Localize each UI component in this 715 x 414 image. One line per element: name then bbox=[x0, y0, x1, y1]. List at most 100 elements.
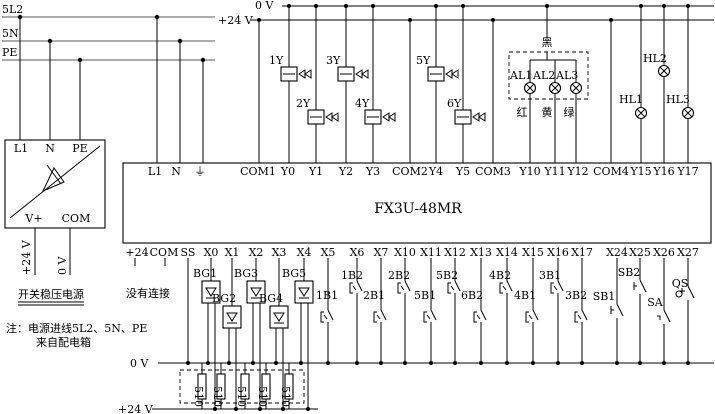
reed-sensor-12-icon bbox=[499, 280, 513, 294]
sensor-5-icon bbox=[294, 280, 314, 304]
lamp-color-green: 绿 bbox=[564, 105, 575, 119]
psu-out-0v: 0 V bbox=[56, 256, 69, 275]
valve-2y-label: 2Y bbox=[296, 97, 311, 110]
phase-label: 5L2 bbox=[2, 3, 23, 16]
reed-sensor-7-label: 2B1 bbox=[363, 289, 385, 302]
reed-sensor-5-label: 1B1 bbox=[316, 289, 338, 302]
valve-3y-icon bbox=[355, 69, 369, 79]
plc-terminal-top-4: Y0 bbox=[280, 165, 295, 178]
valve-4y-icon bbox=[382, 112, 396, 122]
valve-5y-label: 5Y bbox=[416, 54, 431, 67]
input-wiring: 没有连接 0 V +24 V bbox=[118, 258, 714, 414]
resistor-2-value: 510 bbox=[211, 386, 224, 407]
valve-6y-icon bbox=[472, 112, 486, 122]
plc-terminal-bottom-14: X13 bbox=[470, 246, 492, 259]
plc-terminal-bottom-15: X14 bbox=[496, 246, 518, 259]
plc-terminal-top-11: COM3 bbox=[475, 165, 511, 178]
resistor-block bbox=[179, 369, 305, 404]
plc-model: FX3U-48MR bbox=[374, 201, 462, 217]
tower-lamp-black-label: 黑 bbox=[542, 36, 553, 49]
sensor-1-icon bbox=[201, 280, 221, 304]
push-button-sb2-label: SB2 bbox=[618, 266, 641, 279]
plus24-label: +24 V bbox=[218, 14, 254, 27]
output-wiring: 1Y 2Y 3Y 4Y 5Y 6Y bbox=[257, 4, 695, 163]
input-plus24-label: +24 V bbox=[118, 403, 154, 414]
neutral-label: 5N bbox=[2, 27, 19, 40]
resistor-5-value: 510 bbox=[279, 386, 292, 407]
lamp-al1-label: AL1 bbox=[509, 69, 532, 82]
plc-terminal-bottom-3: X0 bbox=[204, 246, 219, 259]
plc-terminal-top-12: Y10 bbox=[518, 165, 540, 178]
reed-sensor-7-icon bbox=[373, 309, 387, 323]
lamp-color-red: 红 bbox=[517, 106, 528, 119]
psu-com: COM bbox=[62, 212, 91, 225]
plc-terminal-top-10: Y5 bbox=[455, 165, 470, 178]
reed-sensor-11-label: 6B2 bbox=[461, 289, 483, 302]
reed-sensor-10-icon bbox=[447, 280, 461, 294]
diode-symbol-icon bbox=[41, 167, 65, 192]
plc-terminal-bottom-20: X25 bbox=[629, 246, 651, 259]
plc-terminal-bottom-8: X5 bbox=[321, 246, 336, 259]
plc-terminal-bottom-9: X6 bbox=[350, 246, 365, 259]
power-bus: 5L2 5N PE 0 V +24 V bbox=[2, 0, 714, 61]
plc-terminal-top-17: Y16 bbox=[652, 165, 674, 178]
psu-vplus: V+ bbox=[24, 212, 42, 225]
psu-pe: PE bbox=[72, 142, 87, 155]
psu-box bbox=[4, 139, 106, 229]
plc-terminal-bottom-10: X7 bbox=[374, 246, 389, 259]
plc-terminal-bottom-4: X1 bbox=[225, 246, 240, 259]
push-button-sb1-icon bbox=[610, 303, 624, 317]
plc-terminal-bottom-0: +24 bbox=[125, 246, 148, 259]
resistor-1-value: 510 bbox=[192, 386, 205, 407]
emergency-stop-qs-label: QS bbox=[672, 277, 689, 290]
reed-sensor-8-icon bbox=[397, 280, 411, 294]
plc-terminal-bottom-13: X12 bbox=[444, 246, 466, 259]
no-connect-label: 没有连接 bbox=[126, 286, 170, 300]
psu-title: 开关稳压电源 bbox=[18, 287, 84, 301]
sensor-4-icon bbox=[269, 305, 289, 329]
input-zero-label: 0 V bbox=[130, 357, 149, 370]
valve-4y-label: 4Y bbox=[355, 97, 370, 110]
note-line-2: 来自配电箱 bbox=[36, 335, 91, 349]
psu-diagonal bbox=[9, 145, 101, 219]
reed-sensor-11-icon bbox=[473, 309, 487, 323]
valve-2y-icon bbox=[325, 112, 339, 122]
lamp-hl2-label: HL2 bbox=[643, 52, 667, 65]
power-note: 注：电源进线5L2、5N、PE 来自配电箱 bbox=[6, 321, 147, 349]
reed-sensor-9-label: 5B1 bbox=[414, 289, 436, 302]
reed-sensor-9-icon bbox=[423, 309, 437, 323]
reed-sensor-15-label: 3B2 bbox=[565, 289, 587, 302]
lamp-hl1-icon bbox=[634, 106, 648, 120]
psu-out-24v: +24 V bbox=[20, 239, 33, 275]
switching-power-supply: L1 N PE V+ COM +24 V 0 V 开关稳压电源 bbox=[4, 14, 106, 306]
plc-terminal-bottom-16: X15 bbox=[522, 246, 544, 259]
plc-terminal-top-9: Y4 bbox=[428, 165, 443, 178]
valve-6y-label: 6Y bbox=[447, 97, 462, 110]
reed-sensor-14-icon bbox=[550, 280, 564, 294]
reed-sensor-6-icon bbox=[349, 280, 363, 294]
lamp-hl3-label: HL3 bbox=[666, 93, 690, 106]
plc-terminal-bottom-18: X17 bbox=[571, 246, 593, 259]
emergency-stop-qs-icon bbox=[675, 285, 695, 299]
note-line-1: 注：电源进线5L2、5N、PE bbox=[6, 321, 147, 335]
reed-sensor-15-icon bbox=[574, 309, 588, 323]
reed-sensor-5-icon bbox=[320, 309, 334, 323]
resistor-4-value: 510 bbox=[256, 386, 269, 407]
reed-sensor-13-icon bbox=[525, 309, 539, 323]
plc-terminal-bottom-21: X26 bbox=[653, 246, 675, 259]
plc-terminal-top-2: ⏚ bbox=[195, 165, 206, 178]
reed-sensor-14-label: 3B1 bbox=[539, 269, 561, 282]
reed-sensor-12-label: 4B2 bbox=[489, 269, 511, 282]
plc-terminal-bottom-12: X11 bbox=[420, 246, 442, 259]
sensor-bg4-label: BG4 bbox=[259, 292, 283, 305]
lamp-hl2-icon bbox=[657, 64, 671, 78]
push-button-sb2-icon bbox=[633, 279, 647, 293]
plc-terminal-top-3: COM1 bbox=[240, 165, 276, 178]
sensor-2-icon bbox=[222, 305, 242, 329]
plc-terminal-top-18: Y17 bbox=[676, 165, 698, 178]
reed-sensor-8-label: 2B2 bbox=[388, 269, 410, 282]
